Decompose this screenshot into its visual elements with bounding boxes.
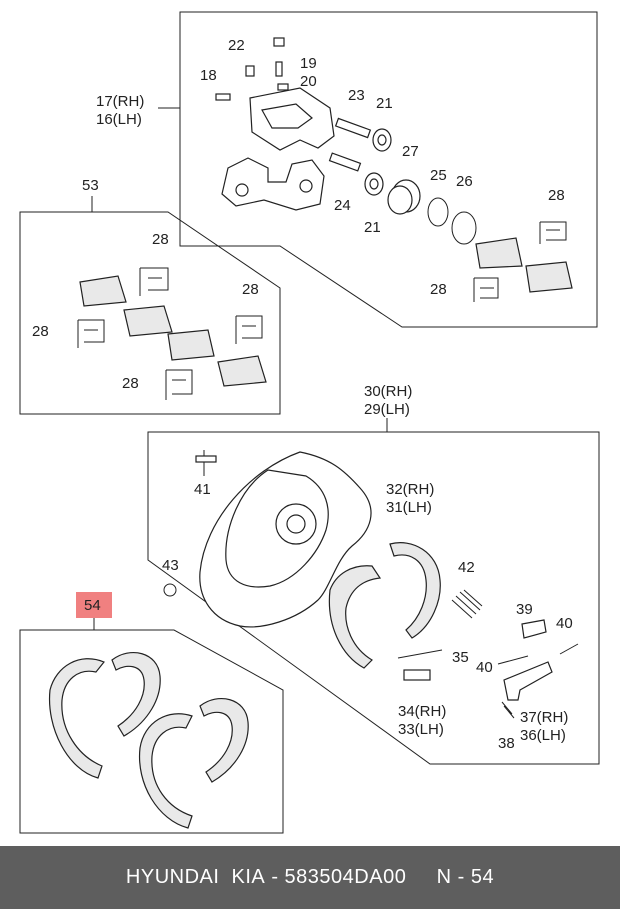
- label-28e: 28: [32, 323, 49, 340]
- brand-text: HYUNDAI KIA: [125, 866, 266, 888]
- boot-21: [364, 128, 392, 196]
- label-20: 20: [300, 73, 317, 90]
- caliper-carrier: [221, 157, 325, 211]
- label-28c: 28: [152, 231, 169, 248]
- label-28f: 28: [122, 375, 139, 392]
- label-53: 53: [82, 177, 99, 194]
- dust-boot-26: [451, 211, 477, 245]
- seal-25: [427, 197, 449, 227]
- part-number: 583504DA00: [284, 866, 407, 888]
- label-23: 23: [348, 87, 365, 104]
- label-21a: 21: [376, 95, 393, 112]
- shoe-kit-panel-frame: [19, 629, 284, 834]
- label-33: 33(LH): [398, 721, 444, 738]
- parking-shoes-kit: [48, 651, 249, 829]
- guide-pin-23: [334, 117, 372, 139]
- bolt-41: [195, 450, 217, 476]
- backing-plate: [199, 451, 372, 628]
- brake-pads-kit: [79, 275, 267, 387]
- label-40a: 40: [556, 615, 573, 632]
- caliper-bracket: [249, 87, 335, 151]
- label-29: 29(LH): [364, 401, 410, 418]
- piston-27: [387, 179, 421, 215]
- brake-pads-caliper: [475, 237, 573, 293]
- label-34: 34(RH): [398, 703, 446, 720]
- label-43: 43: [162, 557, 179, 574]
- springs-40: [497, 643, 579, 665]
- label-39: 39: [516, 601, 533, 618]
- label-21b: 21: [364, 219, 381, 236]
- anti-rattle-clips-28-kit: [77, 267, 263, 400]
- label-37: 37(RH): [520, 709, 568, 726]
- label-35: 35: [452, 649, 469, 666]
- label-40b: 40: [476, 659, 493, 676]
- lever-37: [503, 661, 553, 701]
- label-38: 38: [498, 735, 515, 752]
- guide-pin-24: [328, 152, 362, 172]
- label-32: 32(RH): [386, 481, 434, 498]
- label-22: 22: [228, 37, 245, 54]
- label-17: 17(RH): [96, 93, 144, 110]
- separator: -: [265, 866, 285, 888]
- washer-43: [163, 583, 177, 597]
- pad-kit-panel-frame: [19, 211, 281, 415]
- caliper-panel-frame: [179, 11, 598, 328]
- spacer: [406, 866, 436, 889]
- strut-39: [521, 619, 547, 639]
- label-19: 19: [300, 55, 317, 72]
- label-26: 26: [456, 173, 473, 190]
- parking-brake-panel-frame: [147, 431, 600, 765]
- anti-rattle-clips-28-caliper: [473, 221, 567, 302]
- bleeder-small-parts: [215, 37, 289, 101]
- parking-shoes-assembly: [328, 542, 441, 669]
- adjuster-34: [397, 649, 443, 681]
- part-info-footer: HYUNDAI KIA - 583504DA00 N - 54: [0, 846, 620, 909]
- label-16: 16(LH): [96, 111, 142, 128]
- label-18: 18: [200, 67, 217, 84]
- label-24: 24: [334, 197, 351, 214]
- label-28b: 28: [430, 281, 447, 298]
- reference-number: N - 54: [436, 866, 495, 888]
- label-36: 36(LH): [520, 727, 566, 744]
- label-28a: 28: [548, 187, 565, 204]
- label-54: 54: [84, 597, 101, 614]
- label-31: 31(LH): [386, 499, 432, 516]
- parts-diagram: 17(RH) 16(LH) 22 19 18 20 23 21 27 25 26…: [19, 11, 600, 834]
- label-25: 25: [430, 167, 447, 184]
- spring-38: [501, 701, 515, 719]
- highlight-54: [76, 592, 112, 618]
- label-41: 41: [194, 481, 211, 498]
- label-28d: 28: [242, 281, 259, 298]
- label-42: 42: [458, 559, 475, 576]
- label-30: 30(RH): [364, 383, 412, 400]
- label-27: 27: [402, 143, 419, 160]
- spring-42: [451, 589, 483, 619]
